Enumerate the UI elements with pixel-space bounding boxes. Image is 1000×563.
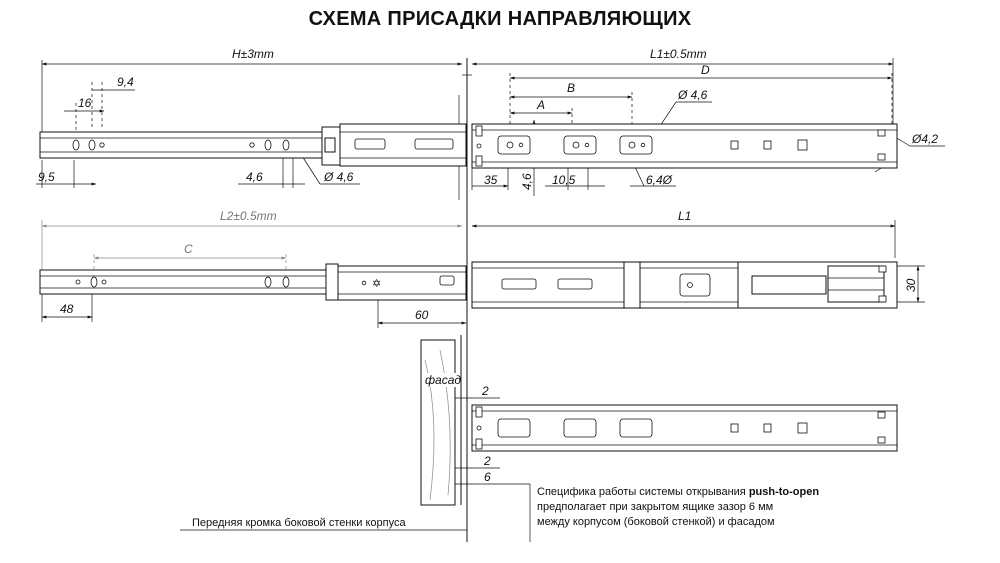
row1-dimensions: H±3mm L1±0.5mm D B A Ø 4,6 Ø4,2 9,4: [36, 47, 945, 196]
note-line-1: Специфика работы системы открывания push…: [537, 486, 819, 498]
dim-dia-4-2: Ø4,2: [911, 132, 938, 146]
row2-left-rail: ✡: [39, 263, 467, 301]
dim-10-5: 10,5: [552, 173, 576, 187]
dim-4-6-left: 4,6: [246, 170, 263, 184]
dim-30: 30: [904, 278, 918, 292]
drawing-title: СХЕМА ПРИСАДКИ НАПРАВЛЯЮЩИХ: [308, 8, 692, 30]
edge-label-group: Передняя кромка боковой стенки корпуса: [180, 517, 467, 531]
row3-gaps: 2 2 6: [455, 384, 500, 485]
dim-35: 35: [484, 173, 498, 187]
row2-right-rail: [471, 261, 898, 309]
gap-2-bottom: 2: [483, 454, 491, 468]
dim-4-6-vert: 4,6: [520, 173, 534, 190]
dim-b: B: [567, 81, 575, 95]
push-to-open-note: Специфика работы системы открывания push…: [500, 483, 819, 542]
svg-text:✡: ✡: [372, 278, 381, 290]
note-line-1-bold: push-to-open: [749, 486, 820, 498]
dim-l1: L1: [678, 209, 691, 223]
row1-right-rail: [471, 123, 898, 169]
note-line-2: предполагает при закрытом ящике зазор 6 …: [537, 501, 773, 513]
dim-h-total: H±3mm: [232, 47, 274, 61]
dim-dia-4-6-bottom: Ø 4,6: [323, 170, 354, 184]
dim-l1-total: L1±0.5mm: [650, 47, 707, 61]
dim-d: D: [701, 63, 710, 77]
note-line-3: между корпусом (боковой стенкой) и фасад…: [537, 516, 775, 528]
dim-a: A: [536, 98, 545, 112]
dim-60: 60: [415, 308, 429, 322]
dim-l2-total: L2±0.5mm: [220, 209, 277, 223]
dim-9-5: 9,5: [38, 170, 55, 184]
gap-2-top: 2: [481, 384, 489, 398]
dim-9-4: 9,4: [117, 75, 134, 89]
row1-left-rail: [39, 123, 467, 167]
facade-label: фасад: [425, 373, 461, 387]
dim-c: C: [184, 242, 193, 256]
row3-rail: [471, 404, 898, 452]
edge-label: Передняя кромка боковой стенки корпуса: [192, 517, 406, 529]
dim-48: 48: [60, 302, 74, 316]
note-line-1-prefix: Специфика работы системы открывания: [537, 486, 749, 498]
gap-6: 6: [484, 470, 491, 484]
dim-16: 16: [78, 96, 92, 110]
dim-dia-6-4: 6,4Ø: [646, 173, 673, 187]
dim-dia-4-6-top: Ø 4,6: [677, 88, 708, 102]
row3-facade: фасад: [420, 335, 462, 506]
